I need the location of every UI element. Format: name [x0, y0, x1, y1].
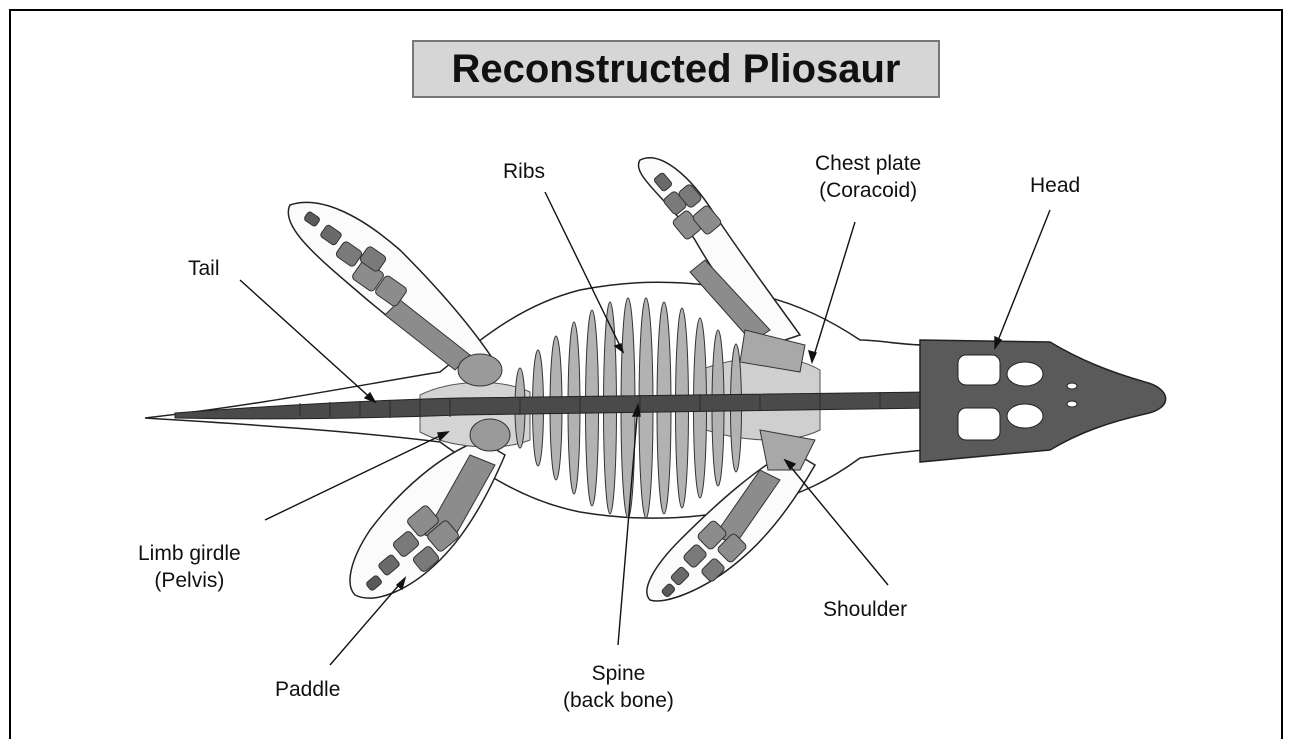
head-skull	[920, 340, 1166, 462]
label-paddle: Paddle	[275, 676, 340, 703]
label-shoulder: Shoulder	[823, 596, 907, 623]
label-chest-plate-line2: (Coracoid)	[815, 177, 921, 204]
label-head: Head	[1030, 172, 1080, 199]
head-leader	[995, 210, 1050, 348]
label-spine-line2: (back bone)	[563, 687, 674, 714]
label-chest-plate: Chest plate (Coracoid)	[815, 150, 921, 204]
label-limb-girdle-line2: (Pelvis)	[138, 567, 241, 594]
label-limb-girdle-line1: Limb girdle	[138, 540, 241, 567]
shoulder-leader	[785, 460, 888, 585]
label-ribs: Ribs	[503, 158, 545, 185]
label-spine-line1: Spine	[563, 660, 674, 687]
label-chest-plate-line1: Chest plate	[815, 150, 921, 177]
label-limb-girdle: Limb girdle (Pelvis)	[138, 540, 241, 594]
label-tail: Tail	[188, 255, 220, 282]
chest-plate-leader	[812, 222, 855, 362]
tail-leader	[240, 280, 375, 402]
label-spine: Spine (back bone)	[563, 660, 674, 714]
ribs-leader	[545, 192, 623, 352]
